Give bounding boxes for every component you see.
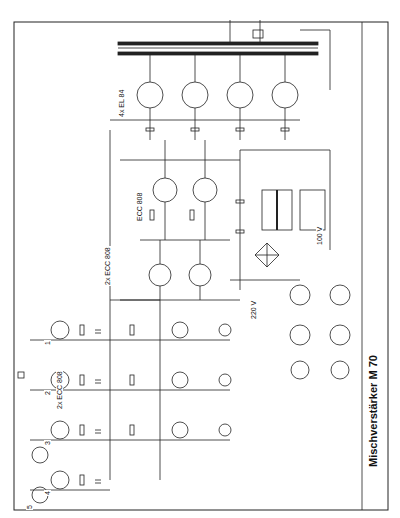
tube-label: 2x ECC 808 <box>56 370 63 410</box>
tube-label: 2x ECC 808 <box>104 246 111 286</box>
tube-label: ECC 808 <box>136 192 143 222</box>
channel-number: 5 <box>26 504 33 510</box>
channel-number: 2 <box>44 390 51 396</box>
channel-number: 4 <box>44 490 51 496</box>
drawing-title: Mischverstärker M 70 <box>368 354 379 468</box>
voltage-label: 100 V <box>316 226 323 246</box>
channel-number: 3 <box>44 440 51 446</box>
channel-number: 1 <box>44 340 51 346</box>
voltage-label: 220 V <box>250 300 257 320</box>
tube-label: 4x EL 84 <box>118 89 125 118</box>
